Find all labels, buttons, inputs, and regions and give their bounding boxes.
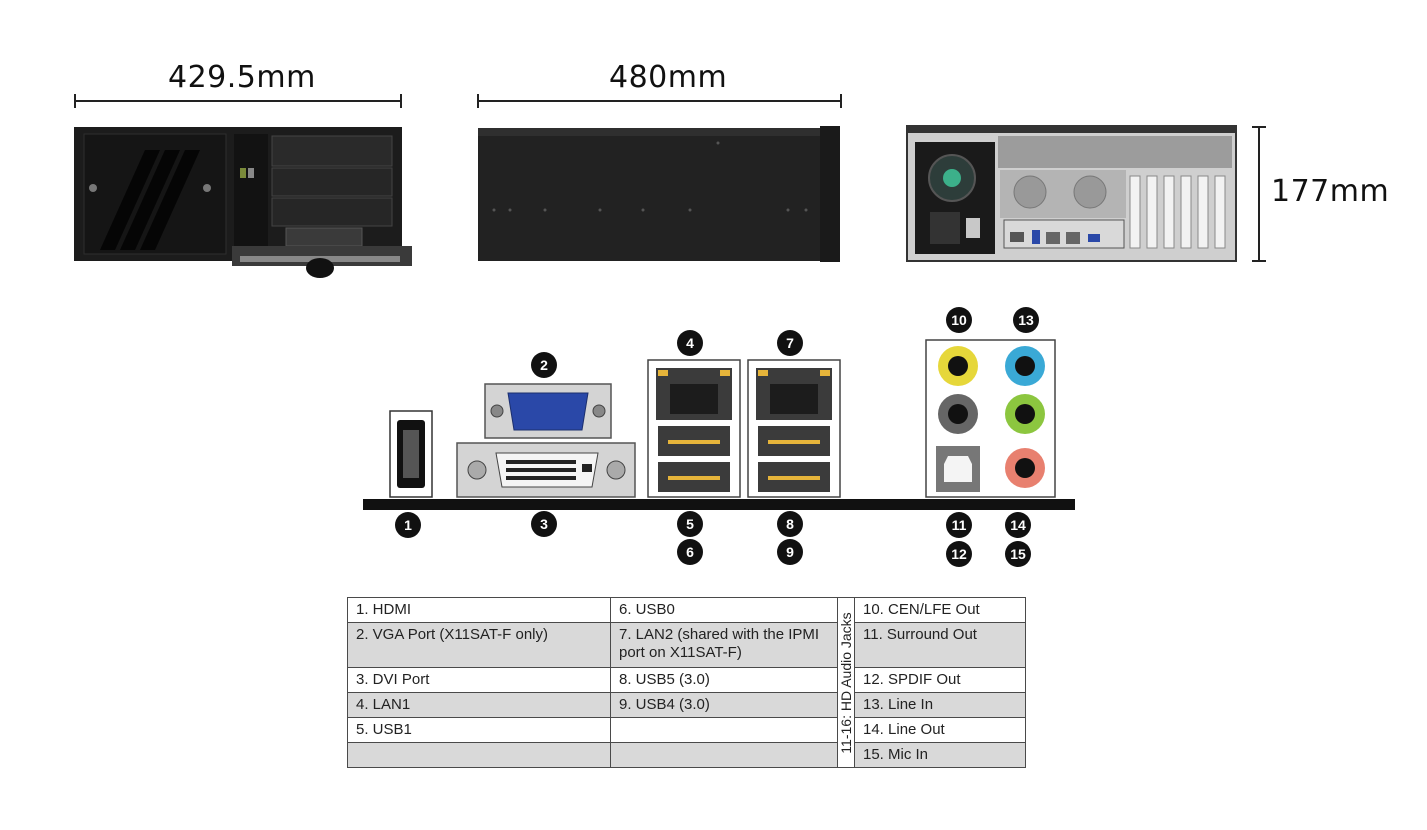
legend-cell: 13. Line In xyxy=(854,692,1026,718)
legend-cell: 8. USB5 (3.0) xyxy=(610,667,838,693)
callout-10: 10 xyxy=(946,307,972,333)
legend-cell xyxy=(610,717,838,743)
back-height-dimension-line xyxy=(1252,126,1266,262)
callout-3: 3 xyxy=(531,511,557,537)
vga-port-icon xyxy=(484,383,612,439)
callout-15: 15 xyxy=(1005,541,1031,567)
table-row: 3. DVI Port 8. USB5 (3.0) 12. SPDIF Out xyxy=(347,667,1026,693)
legend-cell: 11. Surround Out xyxy=(854,622,1026,668)
legend-cell: 7. LAN2 (shared with the IPMI port on X1… xyxy=(610,622,838,668)
callout-6: 6 xyxy=(677,539,703,565)
callout-12: 12 xyxy=(946,541,972,567)
chassis-side-view xyxy=(478,126,840,262)
legend-cell: 9. USB4 (3.0) xyxy=(610,692,838,718)
legend-cell: 1. HDMI xyxy=(347,597,611,623)
legend-cell xyxy=(347,742,611,768)
table-row: 4. LAN1 9. USB4 (3.0) 13. Line In xyxy=(347,692,1026,718)
back-height-label: 177mm xyxy=(1271,174,1390,209)
callout-14: 14 xyxy=(1005,512,1031,538)
callout-5: 5 xyxy=(677,511,703,537)
legend-cell: 4. LAN1 xyxy=(347,692,611,718)
callout-8: 8 xyxy=(777,511,803,537)
legend-cell: 15. Mic In xyxy=(854,742,1026,768)
chassis-back-view xyxy=(906,125,1237,262)
audio-group-label: 11-16: HD Audio Jacks xyxy=(838,611,854,754)
port-legend-table: 1. HDMI 6. USB0 11-16: HD Audio Jacks 10… xyxy=(347,597,1026,768)
legend-cell: 6. USB0 xyxy=(610,597,838,623)
hdmi-port-icon xyxy=(389,410,433,498)
audio-group-cell: 11-16: HD Audio Jacks xyxy=(837,597,855,768)
dvi-port-icon xyxy=(456,442,636,498)
legend-cell: 5. USB1 xyxy=(347,717,611,743)
legend-cell: 14. Line Out xyxy=(854,717,1026,743)
legend-cell: 2. VGA Port (X11SAT-F only) xyxy=(347,622,611,668)
callout-1: 1 xyxy=(395,512,421,538)
io-panel-base xyxy=(363,499,1075,510)
callout-4: 4 xyxy=(677,330,703,356)
table-row: 1. HDMI 6. USB0 11-16: HD Audio Jacks 10… xyxy=(347,597,1026,768)
chassis-views xyxy=(74,94,1266,278)
side-depth-dimension-line xyxy=(477,94,842,108)
audio-jacks-icon xyxy=(925,339,1056,498)
table-row: 2. VGA Port (X11SAT-F only) 7. LAN2 (sha… xyxy=(347,622,1026,668)
legend-cell: 3. DVI Port xyxy=(347,667,611,693)
chassis-front-view xyxy=(74,127,412,278)
legend-cell: 10. CEN/LFE Out xyxy=(854,597,1026,623)
io-panel-diagram xyxy=(363,339,1075,510)
side-depth-label: 480mm xyxy=(609,60,728,95)
table-row: 5. USB1 14. Line Out xyxy=(347,717,1026,743)
front-width-dimension-line xyxy=(74,94,402,108)
callout-9: 9 xyxy=(777,539,803,565)
legend-cell xyxy=(610,742,838,768)
lan2-usb-stack-icon xyxy=(747,359,841,498)
legend-cell: 12. SPDIF Out xyxy=(854,667,1026,693)
front-width-label: 429.5mm xyxy=(168,60,316,95)
callout-2: 2 xyxy=(531,352,557,378)
callout-7: 7 xyxy=(777,330,803,356)
table-row: 15. Mic In xyxy=(347,742,1026,768)
lan1-usb-stack-icon xyxy=(647,359,741,498)
callout-11: 11 xyxy=(946,512,972,538)
callout-13: 13 xyxy=(1013,307,1039,333)
